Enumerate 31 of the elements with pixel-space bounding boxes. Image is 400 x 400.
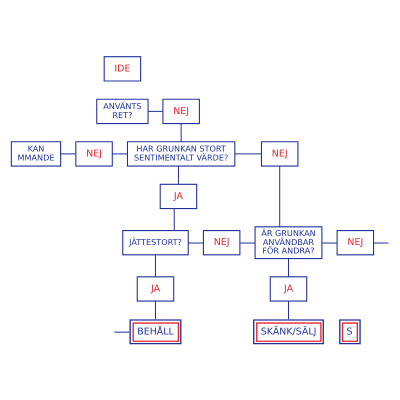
node-box: NEJ	[75, 140, 113, 166]
node-box: NEJ	[162, 98, 200, 124]
connector	[112, 152, 128, 154]
node-box: JA	[160, 183, 198, 209]
connector	[288, 258, 289, 276]
node-box: JA	[136, 276, 174, 302]
node-box: NEJ	[260, 140, 298, 166]
connector	[322, 242, 337, 244]
connector	[288, 300, 289, 319]
node-box: KAN MMANDE	[10, 140, 62, 166]
connector	[154, 254, 156, 276]
node-box: ANVÄNTS RET?	[96, 98, 149, 124]
connector	[279, 166, 280, 226]
connector	[180, 123, 182, 141]
node-box: NEJ	[336, 230, 374, 255]
connector	[188, 242, 204, 244]
connector	[114, 331, 130, 332]
connector	[374, 242, 388, 244]
node-box: ÄR GRUNKAN ANVÄNDBAR FÖR ANDRA?	[254, 226, 322, 259]
connector	[235, 152, 262, 154]
node-box: IDE	[104, 56, 142, 82]
node-box: HAR GRUNKAN STORT SENTIMENTALT VÄRDE?	[126, 140, 236, 166]
connector	[174, 208, 175, 230]
node-box: JA	[270, 276, 308, 302]
node-box: JÄTTESTORT?	[122, 230, 189, 255]
node-box: NEJ	[202, 230, 240, 255]
connector	[60, 152, 76, 154]
connector	[148, 110, 163, 112]
connector	[154, 300, 156, 319]
connector	[240, 242, 255, 244]
connector	[178, 166, 179, 184]
